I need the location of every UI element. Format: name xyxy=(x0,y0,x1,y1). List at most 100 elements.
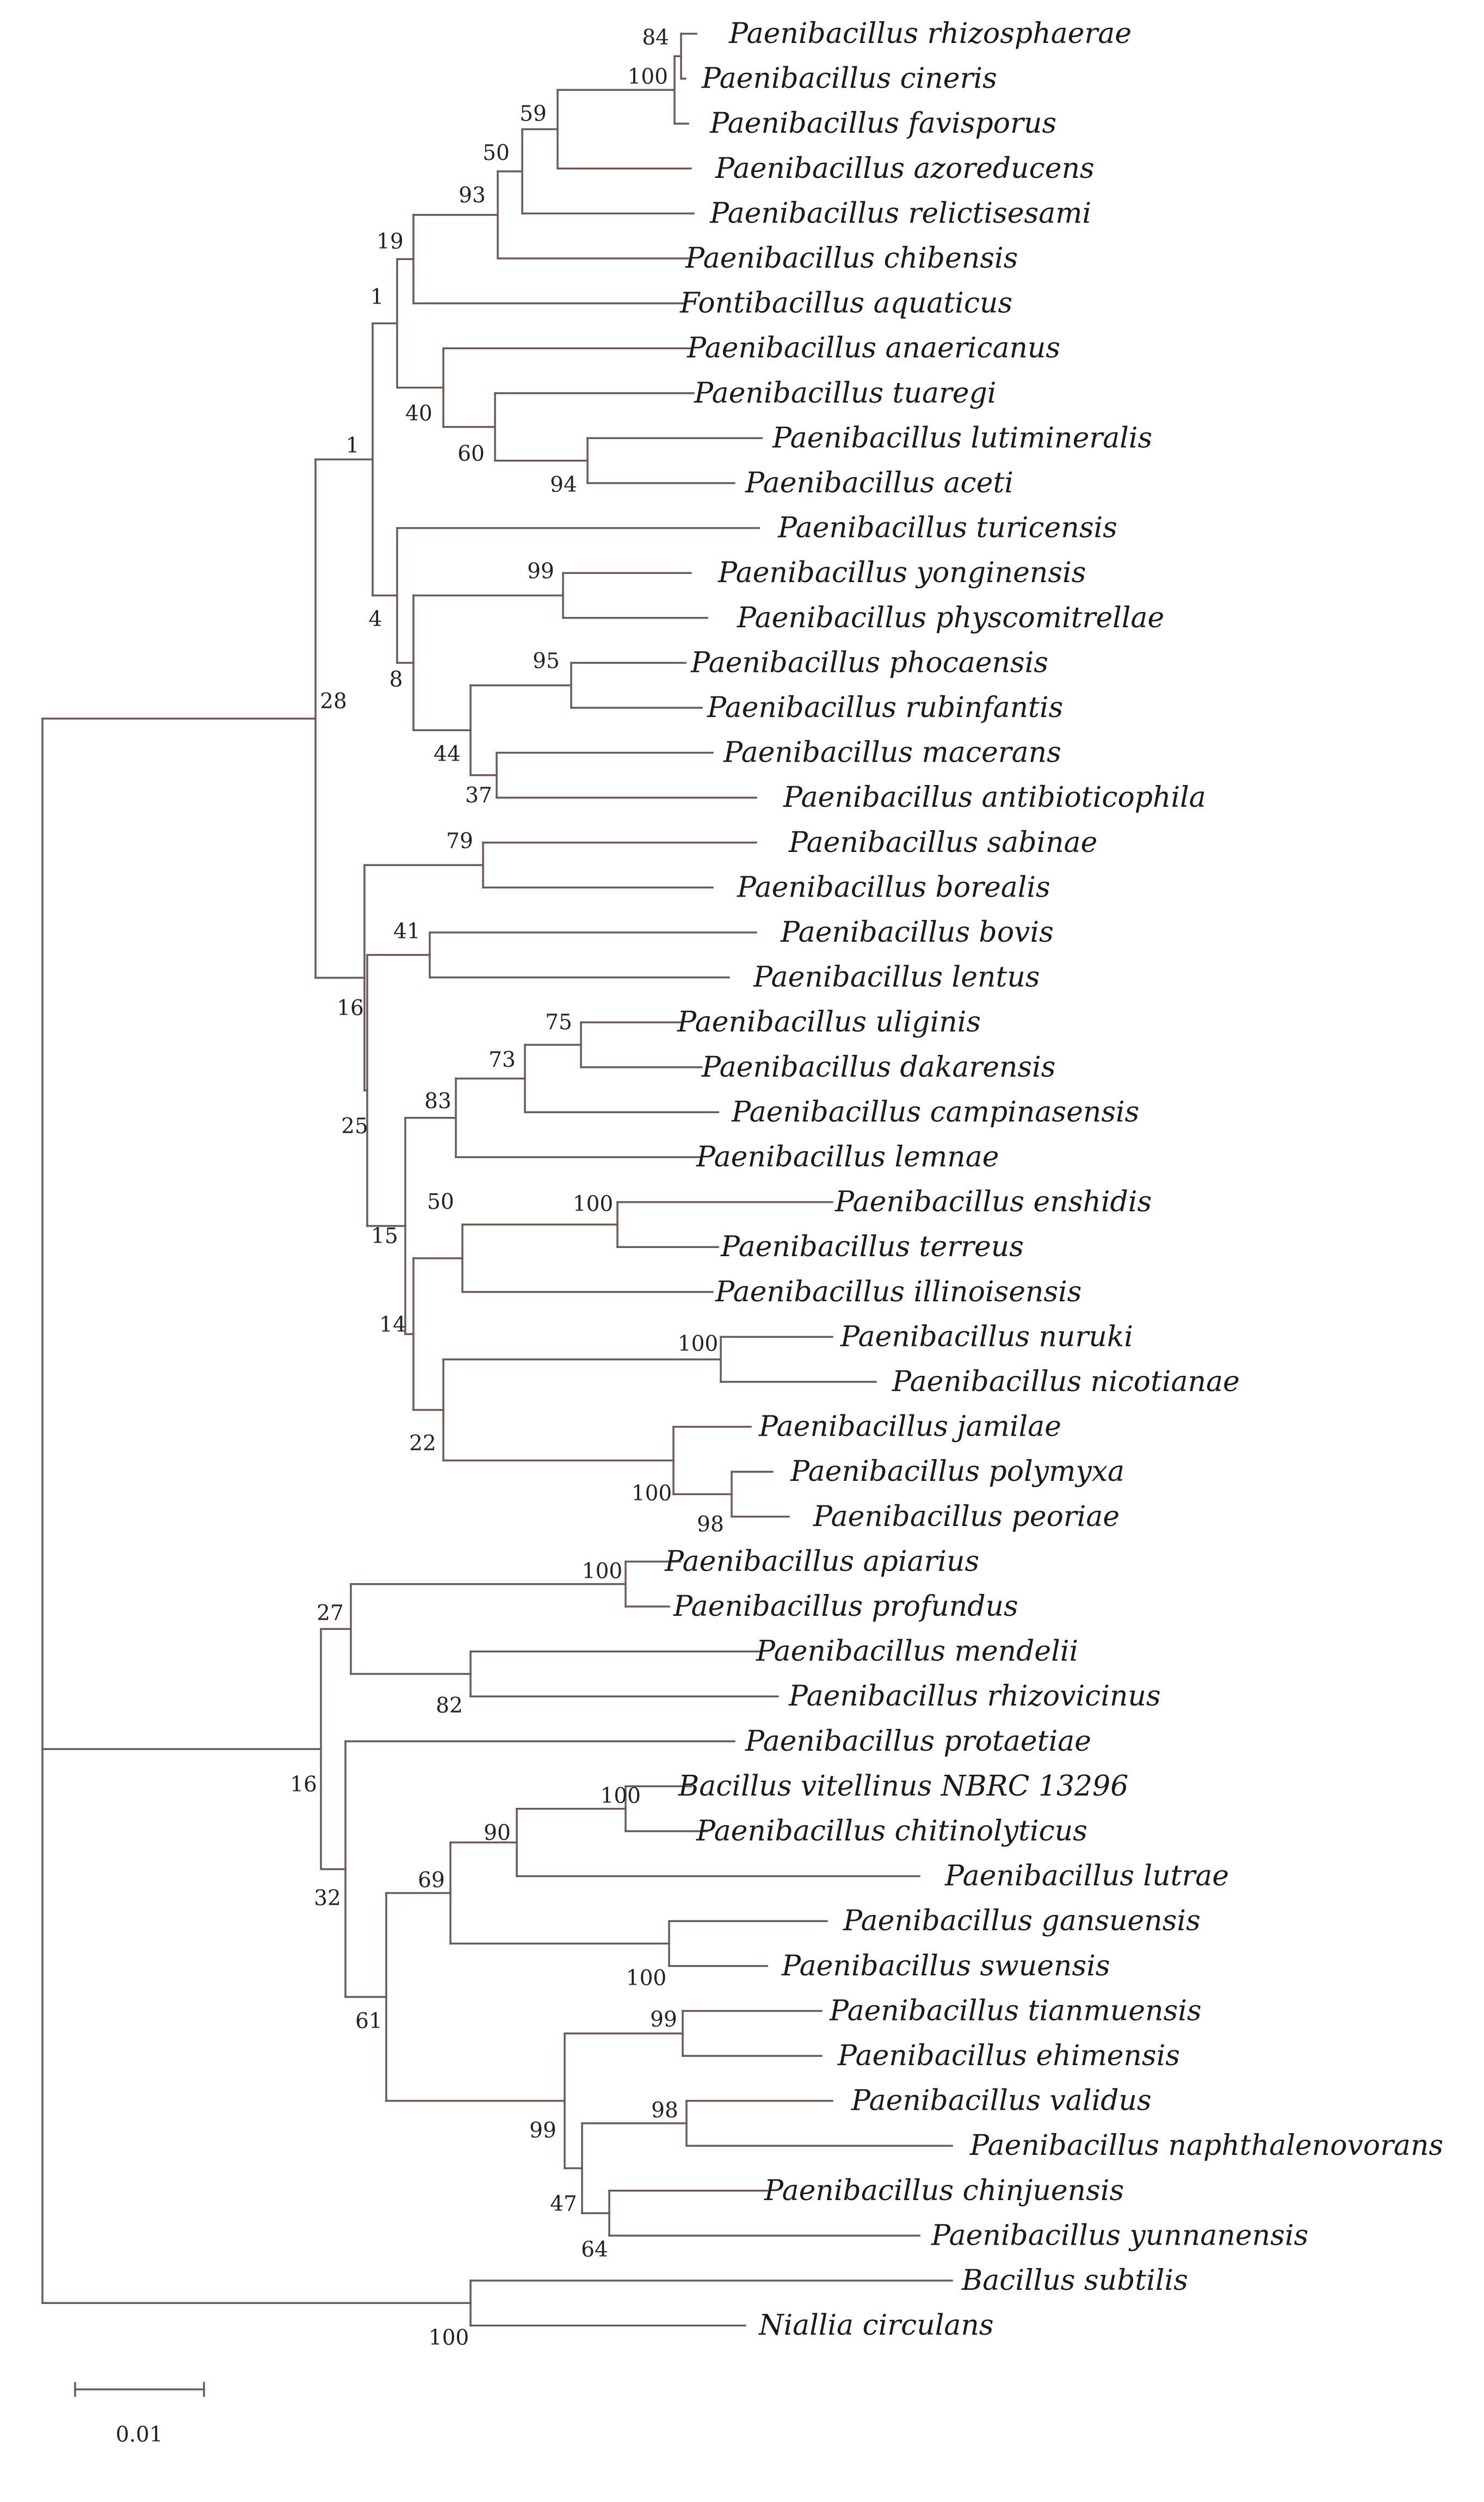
taxon-label: Paenibacillus chibensis xyxy=(685,242,1018,275)
bootstrap-value: 37 xyxy=(465,783,492,808)
taxon-label: Paenibacillus rubinfantis xyxy=(707,691,1063,724)
bootstrap-value: 22 xyxy=(409,1431,436,1456)
taxon-label: Bacillus subtilis xyxy=(961,2264,1188,2297)
bootstrap-value: 75 xyxy=(545,1010,572,1035)
bootstrap-value: 100 xyxy=(429,2326,469,2350)
bootstrap-value: 98 xyxy=(697,1512,724,1537)
taxon-label: Paenibacillus yunnanensis xyxy=(931,2219,1308,2252)
bootstrap-value: 60 xyxy=(457,442,485,466)
taxon-label: Paenibacillus peoriae xyxy=(813,1500,1120,1533)
bootstrap-value: 98 xyxy=(651,2098,678,2123)
bootstrap-value: 28 xyxy=(320,689,347,714)
taxon-label: Paenibacillus sabinae xyxy=(788,826,1097,859)
bootstrap-value: 1 xyxy=(346,434,360,458)
bootstrap-value: 1 xyxy=(370,285,384,310)
taxon-label: Paenibacillus macerans xyxy=(723,737,1061,769)
taxon-label: Paenibacillus anaericanus xyxy=(687,332,1060,365)
taxon-label: Paenibacillus swuensis xyxy=(781,1950,1110,1982)
bootstrap-value: 16 xyxy=(290,1772,317,1797)
taxon-label: Paenibacillus physcomitrellae xyxy=(737,602,1164,634)
bootstrap-value: 40 xyxy=(405,401,432,426)
taxon-label: Paenibacillus lentus xyxy=(753,961,1040,994)
bootstrap-value: 14 xyxy=(379,1313,406,1337)
bootstrap-value: 61 xyxy=(355,2009,382,2034)
bootstrap-value: 4 xyxy=(369,607,382,632)
bootstrap-value: 83 xyxy=(424,1089,452,1114)
taxon-label: Paenibacillus phocaensis xyxy=(690,646,1048,679)
bootstrap-value: 64 xyxy=(581,2238,608,2262)
taxon-label: Paenibacillus azoreducens xyxy=(715,152,1095,185)
bootstrap-value: 84 xyxy=(642,26,669,50)
bootstrap-value: 94 xyxy=(550,473,577,497)
bootstrap-value: 100 xyxy=(582,1559,622,1584)
taxon-label: Bacillus vitellinus NBRC 13296 xyxy=(678,1770,1128,1802)
bootstrap-value: 8 xyxy=(389,668,403,692)
taxon-label: Paenibacillus lemnae xyxy=(696,1141,999,1173)
taxon-label: Paenibacillus lutimineralis xyxy=(772,422,1152,454)
bootstrap-value: 79 xyxy=(446,829,473,854)
taxon-label: Paenibacillus chinjuensis xyxy=(764,2174,1124,2207)
bootstrap-value: 93 xyxy=(459,183,486,208)
bootstrap-value: 25 xyxy=(341,1114,368,1139)
taxon-label: Paenibacillus antibioticophila xyxy=(783,781,1206,814)
bootstrap-value: 15 xyxy=(371,1224,398,1249)
taxon-label: Paenibacillus rhizosphaerae xyxy=(728,17,1131,50)
bootstrap-value: 100 xyxy=(632,1481,672,1506)
bootstrap-value: 99 xyxy=(529,2118,556,2143)
bootstrap-value: 59 xyxy=(520,102,547,126)
bootstrap-value: 47 xyxy=(550,2192,577,2216)
taxon-label: Paenibacillus jamilae xyxy=(758,1411,1061,1443)
taxon-label: Paenibacillus polymyxa xyxy=(790,1455,1124,1488)
bootstrap-value: 73 xyxy=(489,1048,516,1072)
taxon-label: Paenibacillus illinoisensis xyxy=(715,1276,1081,1308)
taxon-label: Paenibacillus turicensis xyxy=(777,512,1117,545)
taxon-label: Paenibacillus chitinolyticus xyxy=(696,1815,1087,1848)
bootstrap-value: 50 xyxy=(483,141,510,165)
bootstrap-value: 99 xyxy=(650,2007,677,2032)
taxon-label: Paenibacillus nicotianae xyxy=(892,1366,1240,1398)
taxon-label: Paenibacillus borealis xyxy=(737,871,1050,904)
bootstrap-value: 19 xyxy=(376,230,404,254)
taxon-label: Paenibacillus terreus xyxy=(720,1231,1024,1263)
bootstrap-value: 82 xyxy=(436,1694,463,1718)
taxon-label: Paenibacillus ehimensis xyxy=(837,2040,1180,2072)
taxon-label: Paenibacillus profundus xyxy=(673,1590,1018,1623)
taxon-label: Paenibacillus campinasensis xyxy=(731,1096,1139,1128)
taxon-label: Paenibacillus naphthalenovorans xyxy=(969,2129,1443,2162)
tree-branches xyxy=(41,33,953,2327)
bootstrap-value: 90 xyxy=(484,1821,511,1845)
bootstrap-value: 69 xyxy=(418,1868,445,1893)
bootstrap-value: 99 xyxy=(527,559,554,584)
taxon-label: Paenibacillus cineris xyxy=(701,63,997,95)
taxon-label: Paenibacillus dakarensis xyxy=(701,1051,1055,1084)
taxon-label: Paenibacillus protaetiae xyxy=(745,1725,1091,1758)
taxon-label: Paenibacillus tuaregi xyxy=(694,377,997,410)
taxon-label: Paenibacillus apiarius xyxy=(664,1545,979,1578)
taxon-label: Niallia circulans xyxy=(758,2309,994,2342)
taxon-label: Paenibacillus relictisesami xyxy=(709,197,1091,230)
taxon-label: Paenibacillus aceti xyxy=(745,467,1013,499)
bootstrap-value: 95 xyxy=(533,649,560,674)
taxon-label: Paenibacillus enshidis xyxy=(834,1186,1152,1219)
bootstrap-value: 100 xyxy=(626,1966,666,1991)
taxon-label: Paenibacillus yonginensis xyxy=(718,557,1086,589)
taxon-label: Paenibacillus favisporus xyxy=(709,107,1056,140)
scale-bar: 0.01 xyxy=(74,2382,205,2447)
taxon-label: Fontibacillus aquaticus xyxy=(679,287,1012,320)
taxon-labels: Paenibacillus rhizosphaeraePaenibacillus… xyxy=(664,17,1443,2342)
bootstrap-value: 27 xyxy=(317,1601,344,1626)
taxon-label: Paenibacillus rhizovicinus xyxy=(788,1680,1161,1713)
bootstrap-value: 44 xyxy=(434,742,461,767)
taxon-label: Paenibacillus bovis xyxy=(780,916,1054,949)
taxon-label: Paenibacillus mendelii xyxy=(756,1635,1078,1668)
bootstrap-value: 100 xyxy=(573,1192,613,1216)
taxon-label: Paenibacillus lutrae xyxy=(944,1860,1229,1893)
bootstrap-value: 100 xyxy=(628,65,668,89)
bootstrap-value: 41 xyxy=(393,919,421,944)
bootstrap-value: 100 xyxy=(678,1332,718,1356)
bootstrap-value: 32 xyxy=(314,1886,341,1911)
taxon-label: Paenibacillus nuruki xyxy=(840,1320,1133,1353)
bootstrap-value: 16 xyxy=(337,996,364,1021)
taxon-label: Paenibacillus gansuensis xyxy=(843,1905,1201,1937)
